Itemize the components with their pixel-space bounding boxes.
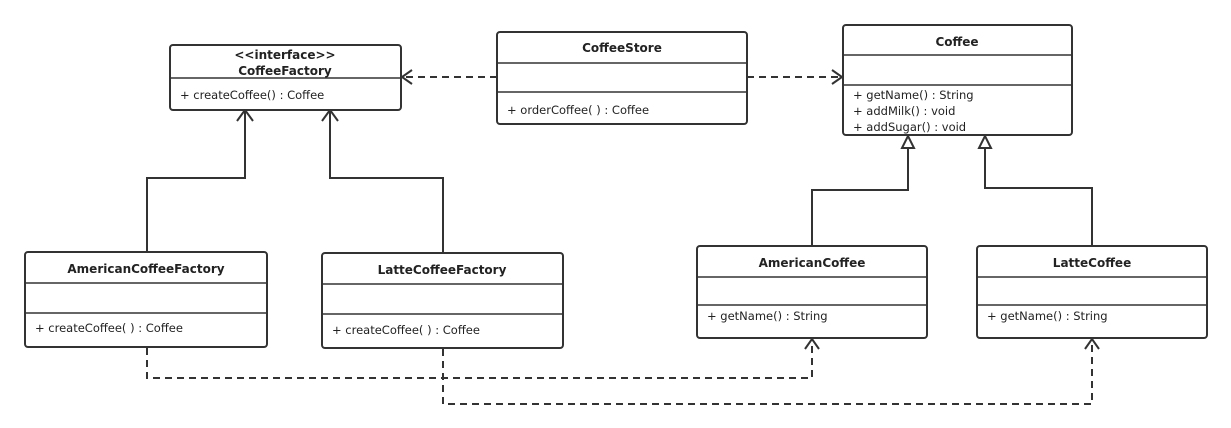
method: + createCoffee() : Coffee: [180, 88, 324, 102]
class-name: CoffeeStore: [582, 41, 662, 55]
class-latte-coffee-factory[interactable]: LatteCoffeeFactory + createCoffee( ) : C…: [321, 252, 564, 349]
class-coffee-factory[interactable]: <<interface>> CoffeeFactory + createCoff…: [169, 44, 402, 111]
realization-american-factory: [146, 110, 246, 252]
class-american-coffee-factory[interactable]: AmericanCoffeeFactory + createCoffee( ) …: [24, 251, 268, 348]
stereotype: <<interface>>: [234, 48, 335, 62]
class-latte-coffee[interactable]: LatteCoffee + getName() : String: [976, 245, 1208, 339]
dependency-american-factory-coffee: [146, 340, 813, 379]
class-coffee-store[interactable]: CoffeeStore + orderCoffee( ) : Coffee: [496, 31, 748, 125]
class-name: LatteCoffee: [1053, 256, 1131, 270]
class-name: LatteCoffeeFactory: [378, 263, 507, 277]
realization-latte-factory: [329, 110, 444, 253]
class-name: Coffee: [935, 35, 978, 49]
class-coffee[interactable]: Coffee + getName() : String + addMilk() …: [842, 24, 1073, 136]
method: + addMilk() : void: [853, 104, 955, 118]
triangle-head: [977, 133, 993, 149]
generalization-latte-coffee: [984, 148, 1093, 246]
class-name: CoffeeFactory: [238, 64, 332, 78]
method: + orderCoffee( ) : Coffee: [507, 103, 649, 117]
triangle-head: [900, 133, 916, 149]
method: + createCoffee( ) : Coffee: [332, 323, 480, 337]
class-american-coffee[interactable]: AmericanCoffee + getName() : String: [696, 245, 928, 339]
method: + getName() : String: [987, 309, 1108, 323]
class-name: AmericanCoffee: [759, 256, 866, 270]
method: + createCoffee( ) : Coffee: [35, 321, 183, 335]
method: + getName() : String: [707, 309, 828, 323]
generalization-american-coffee: [811, 148, 909, 246]
class-name: AmericanCoffeeFactory: [67, 262, 224, 276]
method: + addSugar() : void: [853, 120, 966, 134]
method: + getName() : String: [853, 88, 974, 102]
dependency-latte-factory-coffee: [442, 340, 1093, 405]
